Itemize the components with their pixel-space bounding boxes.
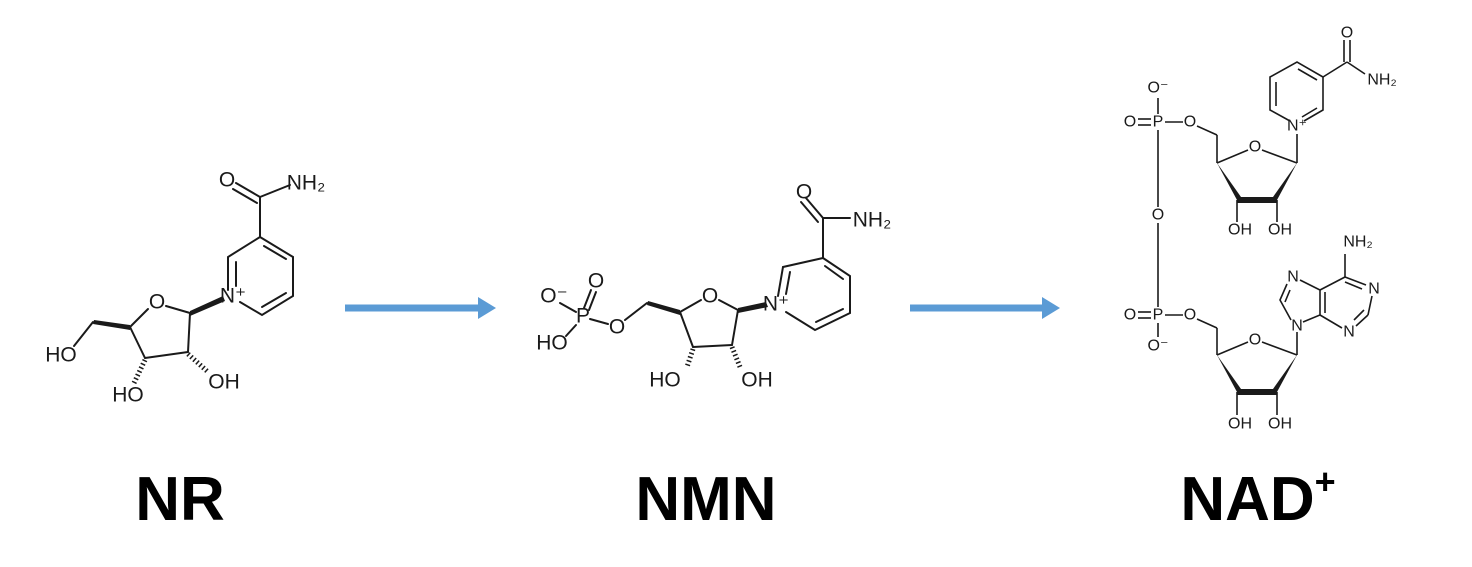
nad-label: NAD+ [1180,461,1335,534]
atom-label: N [1291,318,1303,335]
atom-label: P [1153,114,1164,131]
nr-label: NR [135,465,225,534]
atom-label: O⁻ [1148,80,1169,97]
nad-label-superscript: + [1315,461,1336,502]
atom-label: O [1152,207,1164,224]
atom-label: O [796,181,812,204]
atom-label: N⁺ [763,293,789,316]
atom-label: HO [112,384,144,407]
atom-label: NH₂ [853,209,891,232]
atom-label: O [1249,332,1261,349]
atom-label: OH [1268,222,1292,239]
atom-label: O⁻ [1148,338,1169,355]
atom-label: HO [45,344,77,367]
atom-label: HO [649,369,681,392]
atom-label: NH₂ [287,172,325,195]
atom-label: HO [536,332,568,355]
atom-label: O [219,169,235,192]
atom-label: OH [1228,222,1252,239]
arrow-nr-to-nmn [345,297,496,319]
atom-label: O [1184,114,1196,131]
atom-label: N⁺ [1287,118,1307,135]
atom-label: OH [1228,416,1252,433]
atom-label: O [1341,25,1353,42]
atom-label: N [1368,281,1380,298]
atom-label: O [609,316,625,339]
nad-structure: O⁻ O P O O N⁺ O NH₂ OH OH O O P O O⁻ O O… [1124,25,1397,433]
atom-label: NH₂ [1367,72,1396,89]
nmn-label: NMN [635,465,776,534]
atom-label: NH₂ [1343,234,1372,251]
nmn-structure: O NH₂ N⁺ O O P O⁻ O HO HO OH [536,181,891,392]
atom-label: OH [208,371,240,394]
atom-label: O⁻ [540,285,567,308]
atom-label: O [1124,114,1136,131]
atom-label: P [1153,307,1164,324]
atom-label: OH [1268,416,1292,433]
atom-label: P [576,305,590,328]
atom-label: OH [741,369,773,392]
atom-label: N⁺ [220,285,246,308]
atom-label: O [702,285,718,308]
arrow-nmn-to-nad [910,297,1060,319]
atom-label: O [149,291,165,314]
atom-label: O [588,270,604,293]
atom-label: N [1343,324,1355,341]
nr-structure: O NH₂ N⁺ O HO HO OH [45,169,325,407]
nad-label-text: NAD [1180,465,1314,534]
atom-label: N [1287,269,1299,286]
atom-label: O [1184,307,1196,324]
atom-label: O [1124,307,1136,324]
atom-label: O [1249,139,1261,156]
